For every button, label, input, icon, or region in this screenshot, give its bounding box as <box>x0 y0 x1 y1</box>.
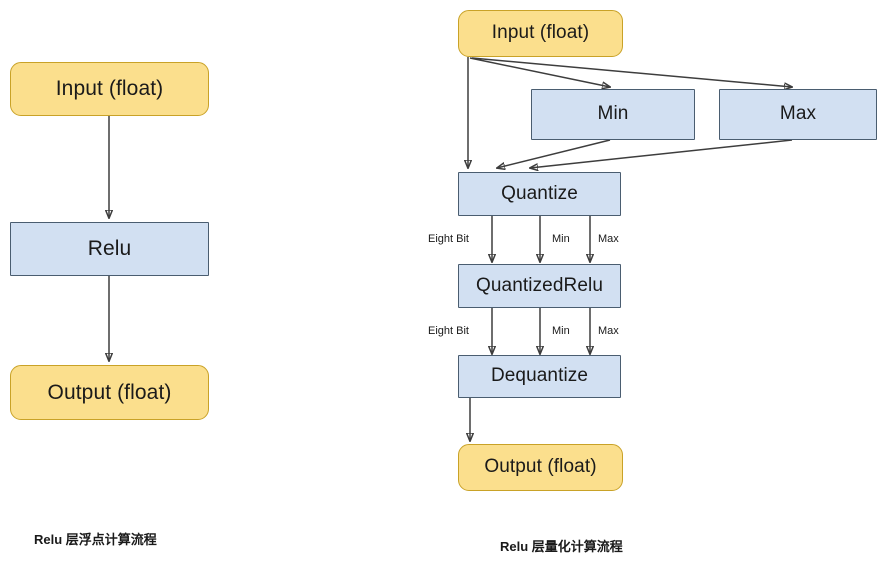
edge-label-quantize-eight-bit: Eight Bit <box>428 233 469 245</box>
right-edge-input-to-min <box>469 57 610 87</box>
right-node-dequantize[interactable]: Dequantize <box>458 355 621 398</box>
right-diagram-caption: Relu 层量化计算流程 <box>500 539 623 554</box>
right-node-input[interactable]: Input (float) <box>458 10 623 57</box>
left-node-relu[interactable]: Relu <box>10 222 209 276</box>
left-node-output[interactable]: Output (float) <box>10 365 209 420</box>
edge-label-qrelu-eight-bit: Eight Bit <box>428 325 469 337</box>
right-node-max[interactable]: Max <box>719 89 877 140</box>
edge-label-quantize-min: Min <box>552 233 570 245</box>
right-node-quantized-relu[interactable]: QuantizedRelu <box>458 264 621 308</box>
edge-label-qrelu-min: Min <box>552 325 570 337</box>
right-edge-max-to-quantize <box>530 139 793 168</box>
right-node-min[interactable]: Min <box>531 89 695 140</box>
right-node-quantize[interactable]: Quantize <box>458 172 621 216</box>
edge-label-qrelu-max: Max <box>598 325 619 337</box>
edge-label-quantize-max: Max <box>598 233 619 245</box>
right-edge-min-to-quantize <box>497 139 611 168</box>
right-edge-input-to-max <box>471 57 792 87</box>
left-diagram-caption: Relu 层浮点计算流程 <box>34 532 157 547</box>
right-node-output[interactable]: Output (float) <box>458 444 623 491</box>
left-node-input[interactable]: Input (float) <box>10 62 209 116</box>
